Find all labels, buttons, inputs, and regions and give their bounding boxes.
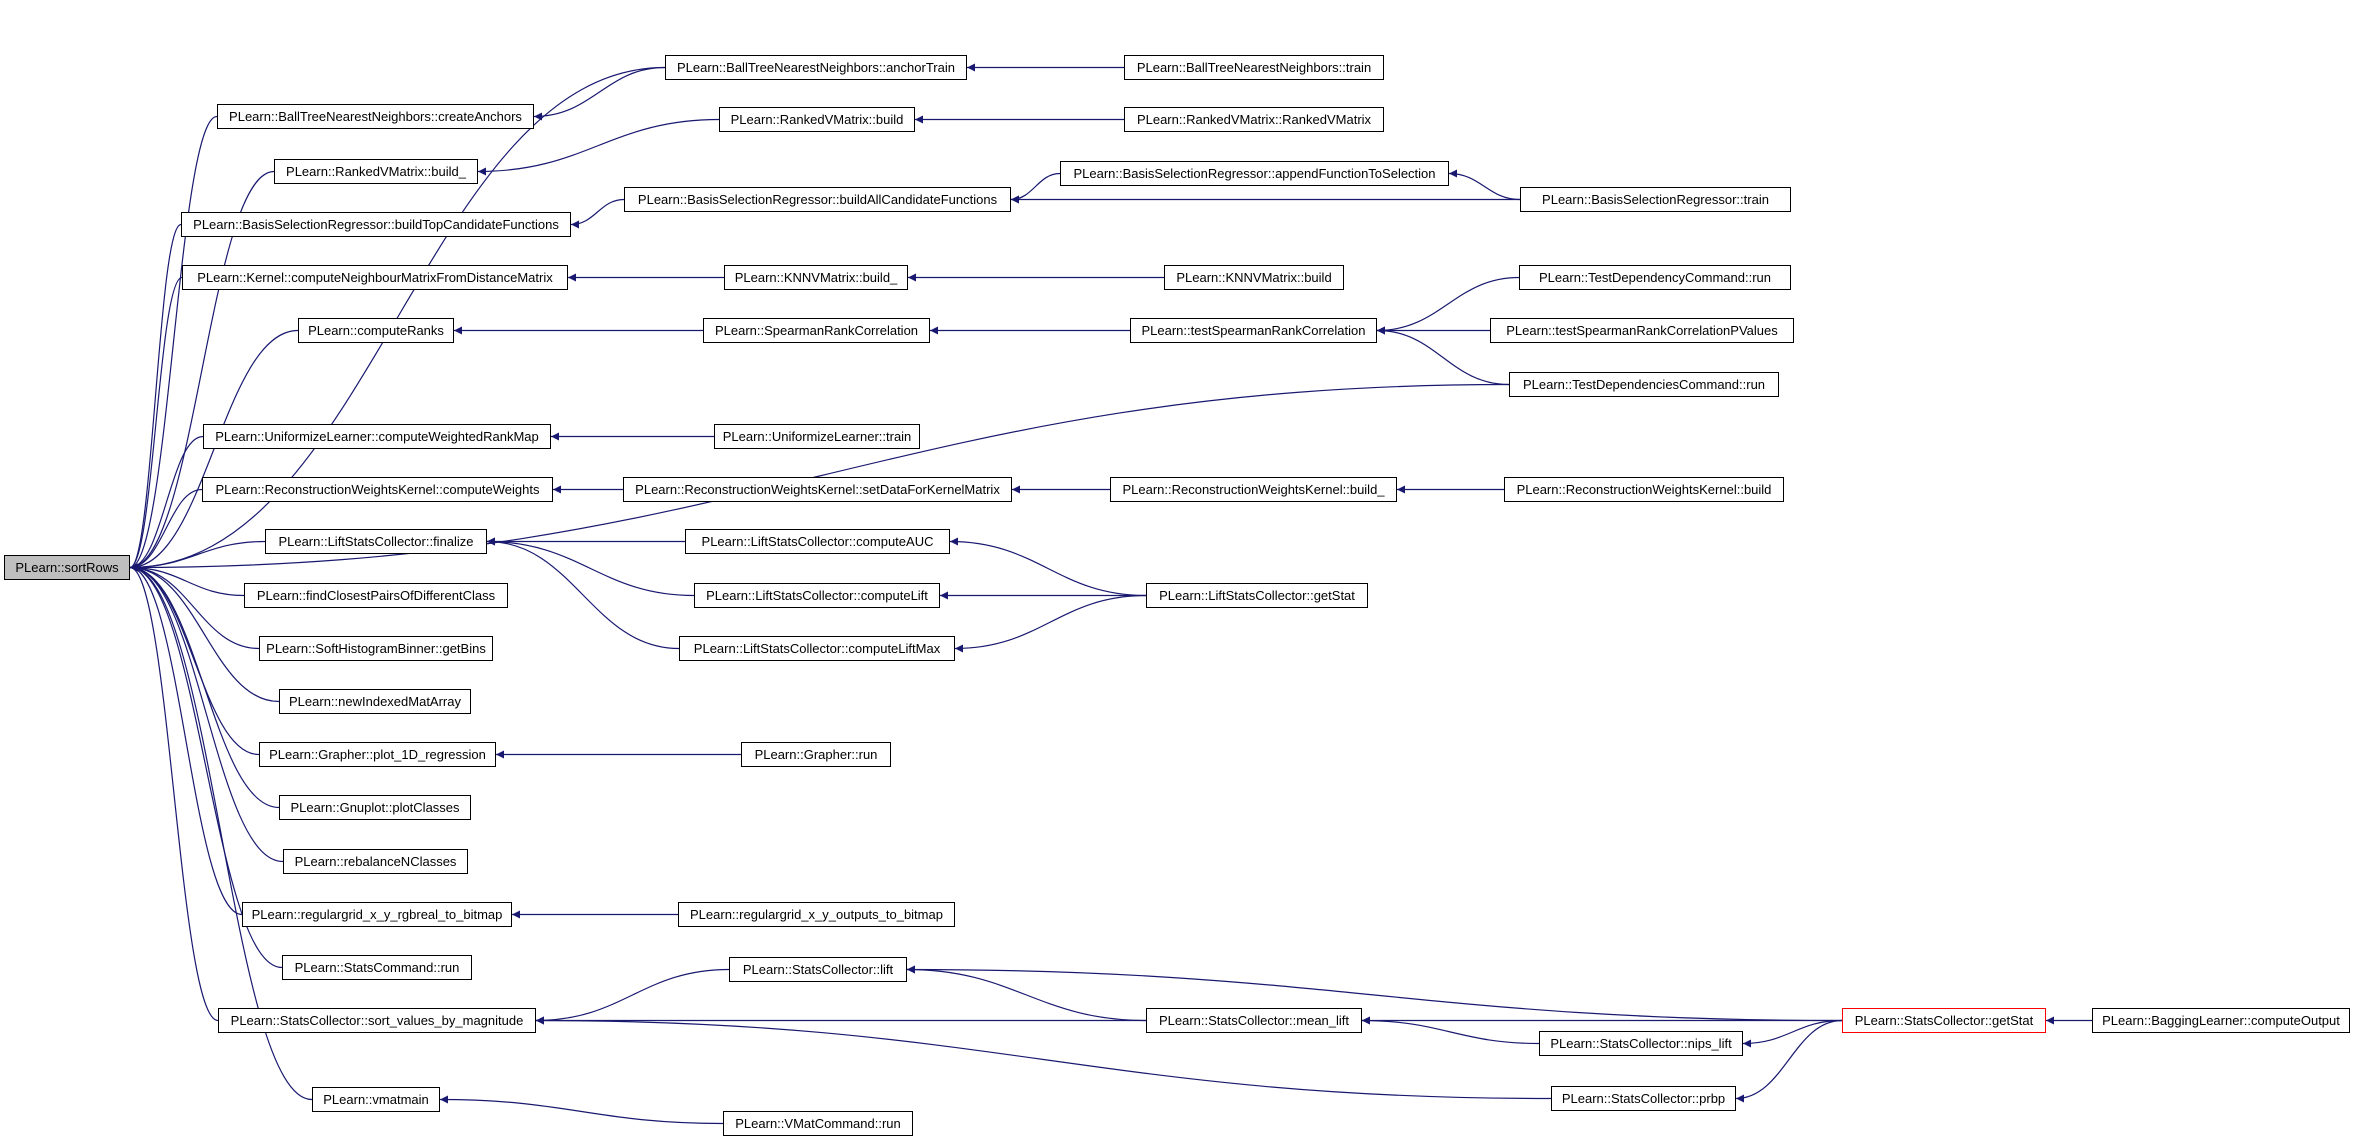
edge-plotClasses-to-sortRows: [129, 563, 280, 809]
node-baggingCompute[interactable]: PLearn::BaggingLearner::computeOutput: [2092, 1008, 2350, 1033]
node-regOutputs[interactable]: PLearn::regulargrid_x_y_outputs_to_bitma…: [678, 902, 955, 927]
edge-scGetStat-to-prbp: [1735, 1019, 1843, 1103]
node-finalize[interactable]: PLearn::LiftStatsCollector::finalize: [265, 529, 487, 554]
edge-computeLift-to-finalize: [486, 537, 695, 597]
node-knnBuild[interactable]: PLearn::KNNVMatrix::build: [1164, 265, 1344, 290]
node-buildTopCand[interactable]: PLearn::BasisSelectionRegressor::buildTo…: [181, 212, 571, 237]
edge-getBins-to-sortRows: [129, 563, 260, 650]
node-testSpearmanP[interactable]: PLearn::testSpearmanRankCorrelationPValu…: [1490, 318, 1794, 343]
edge-liftGetStat-to-computeLiftMax: [954, 594, 1147, 653]
node-rankedCtor[interactable]: PLearn::RankedVMatrix::RankedVMatrix: [1124, 107, 1384, 132]
edge-sortValues-to-sortRows: [129, 563, 219, 1022]
node-rebalance[interactable]: PLearn::rebalanceNClasses: [283, 849, 468, 874]
edge-testDepsCmdRun-to-testSpearman: [1376, 326, 1510, 386]
edge-scGetStat-to-scLift: [906, 965, 1843, 1022]
node-rwkBuild[interactable]: PLearn::ReconstructionWeightsKernel::bui…: [1504, 477, 1784, 502]
edge-rankedBuild-to-rankedBuild_: [477, 118, 720, 176]
edge-newIndexed-to-sortRows: [129, 563, 280, 703]
edge-vmatCmdRun-to-vmatmain: [439, 1095, 724, 1125]
edge-testDepCmdRun-to-testSpearman: [1376, 276, 1520, 335]
node-statsCmdRun[interactable]: PLearn::StatsCommand::run: [282, 955, 472, 980]
node-appendFunc[interactable]: PLearn::BasisSelectionRegressor::appendF…: [1060, 161, 1449, 186]
edge-liftGetStat-to-computeAUC: [949, 537, 1147, 597]
edge-regRgb-to-sortRows: [129, 563, 243, 916]
edge-buildTopCand-to-sortRows: [129, 223, 182, 572]
node-setDataFor[interactable]: PLearn::ReconstructionWeightsKernel::set…: [623, 477, 1012, 502]
node-grapherRun[interactable]: PLearn::Grapher::run: [741, 742, 891, 767]
node-uniformTrain[interactable]: PLearn::UniformizeLearner::train: [714, 424, 920, 449]
edge-computeWeightedRankMap-to-sortRows: [129, 435, 204, 572]
edge-computeNeighbour-to-sortRows: [129, 276, 183, 572]
node-bsrTrain[interactable]: PLearn::BasisSelectionRegressor::train: [1520, 187, 1791, 212]
edge-computeLiftMax-to-finalize: [486, 537, 680, 650]
node-plotClasses[interactable]: PLearn::Gnuplot::plotClasses: [279, 795, 471, 820]
node-scLift[interactable]: PLearn::StatsCollector::lift: [729, 957, 907, 982]
node-meanLift[interactable]: PLearn::StatsCollector::mean_lift: [1146, 1008, 1362, 1033]
edge-testDepsCmdRun-to-sortRows: [129, 383, 1510, 572]
edge-nipsLift-to-meanLift: [1361, 1016, 1540, 1045]
node-knnBuild_[interactable]: PLearn::KNNVMatrix::build_: [724, 265, 908, 290]
node-regRgb[interactable]: PLearn::regulargrid_x_y_rgbreal_to_bitma…: [242, 902, 512, 927]
node-createAnchors[interactable]: PLearn::BallTreeNearestNeighbors::create…: [217, 104, 534, 129]
node-prbp[interactable]: PLearn::StatsCollector::prbp: [1551, 1086, 1736, 1111]
edge-computeRanks-to-sortRows: [129, 329, 299, 572]
node-computeLiftMax[interactable]: PLearn::LiftStatsCollector::computeLiftM…: [679, 636, 955, 661]
node-rwkBuild_[interactable]: PLearn::ReconstructionWeightsKernel::bui…: [1110, 477, 1397, 502]
edge-prbp-to-sortValues: [535, 1016, 1552, 1100]
node-sortValues[interactable]: PLearn::StatsCollector::sort_values_by_m…: [218, 1008, 536, 1033]
edge-meanLift-to-scLift: [906, 965, 1147, 1022]
node-computeLift[interactable]: PLearn::LiftStatsCollector::computeLift: [694, 583, 940, 608]
edge-computeWeights-to-sortRows: [129, 488, 203, 572]
node-getBins[interactable]: PLearn::SoftHistogramBinner::getBins: [259, 636, 493, 661]
edge-createAnchors-to-sortRows: [129, 115, 218, 572]
node-rankedBuild_[interactable]: PLearn::RankedVMatrix::build_: [274, 159, 478, 184]
edge-findClosest-to-sortRows: [129, 563, 245, 597]
node-scGetStat[interactable]: PLearn::StatsCollector::getStat: [1842, 1008, 2046, 1033]
node-testDepCmdRun[interactable]: PLearn::TestDependencyCommand::run: [1519, 265, 1791, 290]
node-rankedBuild[interactable]: PLearn::RankedVMatrix::build: [719, 107, 915, 132]
edge-rebalance-to-sortRows: [129, 563, 284, 863]
node-vmatCmdRun[interactable]: PLearn::VMatCommand::run: [723, 1111, 913, 1136]
node-computeWeights[interactable]: PLearn::ReconstructionWeightsKernel::com…: [202, 477, 553, 502]
node-liftGetStat[interactable]: PLearn::LiftStatsCollector::getStat: [1146, 583, 1368, 608]
edge-scLift-to-sortValues: [535, 968, 730, 1025]
node-spearman[interactable]: PLearn::SpearmanRankCorrelation: [703, 318, 930, 343]
edge-vmatmain-to-sortRows: [129, 563, 313, 1101]
node-computeNeighbour[interactable]: PLearn::Kernel::computeNeighbourMatrixFr…: [182, 265, 568, 290]
node-computeWeightedRankMap[interactable]: PLearn::UniformizeLearner::computeWeight…: [203, 424, 551, 449]
node-plot1D[interactable]: PLearn::Grapher::plot_1D_regression: [259, 742, 496, 767]
node-findClosest[interactable]: PLearn::findClosestPairsOfDifferentClass: [244, 583, 508, 608]
node-anchorTrain[interactable]: PLearn::BallTreeNearestNeighbors::anchor…: [665, 55, 967, 80]
node-newIndexed[interactable]: PLearn::newIndexedMatArray: [279, 689, 471, 714]
node-testSpearman[interactable]: PLearn::testSpearmanRankCorrelation: [1130, 318, 1377, 343]
node-nipsLift[interactable]: PLearn::StatsCollector::nips_lift: [1539, 1031, 1743, 1056]
edge-statsCmdRun-to-sortRows: [129, 563, 283, 969]
node-ballTrain[interactable]: PLearn::BallTreeNearestNeighbors::train: [1124, 55, 1384, 80]
node-computeRanks[interactable]: PLearn::computeRanks: [298, 318, 454, 343]
edge-bsrTrain-to-appendFunc: [1448, 169, 1521, 201]
edge-scGetStat-to-nipsLift: [1742, 1019, 1843, 1048]
node-sortRows: PLearn::sortRows: [4, 555, 130, 580]
node-buildAllCand[interactable]: PLearn::BasisSelectionRegressor::buildAl…: [624, 187, 1011, 212]
edge-rankedBuild_-to-sortRows: [129, 170, 275, 572]
edge-anchorTrain-to-sortRows: [129, 66, 666, 572]
edge-appendFunc-to-buildAllCand: [1010, 172, 1061, 204]
edge-anchorTrain-to-createAnchors: [533, 66, 666, 121]
node-testDepsCmdRun[interactable]: PLearn::TestDependenciesCommand::run: [1509, 372, 1779, 397]
edge-buildAllCand-to-buildTopCand: [570, 198, 625, 229]
node-computeAUC[interactable]: PLearn::LiftStatsCollector::computeAUC: [685, 529, 950, 554]
node-vmatmain[interactable]: PLearn::vmatmain: [312, 1087, 440, 1112]
